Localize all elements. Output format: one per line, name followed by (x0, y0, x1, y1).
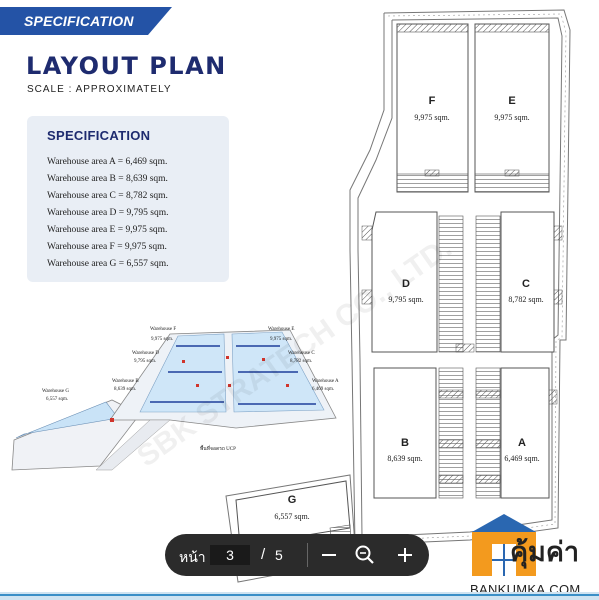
specification-box: SPECIFICATION Warehouse area A = 6,469 s… (27, 116, 229, 282)
warehouse-block-b: B 8,639 sqm. (373, 367, 464, 499)
bottom-strip (0, 592, 599, 600)
zoom-fit-button[interactable] (351, 541, 379, 569)
zoom-in-button[interactable] (391, 541, 419, 569)
spec-item-a: Warehouse area A = 6,469 sqm. (47, 157, 168, 167)
block-g-area: 6,557 sqm. (274, 512, 309, 521)
page-separator: / (261, 546, 266, 563)
block-e-letter: E (508, 95, 515, 107)
page-title: LAYOUT PLAN (26, 52, 227, 80)
total-pages: 5 (275, 547, 283, 563)
block-a-area: 6,469 sqm. (504, 454, 539, 463)
block-b-letter: B (401, 437, 409, 449)
block-e-area: 9,975 sqm. (494, 113, 529, 122)
toolbar-divider (307, 543, 308, 567)
page-subtitle: SCALE : APPROXIMATELY (27, 84, 172, 95)
persp-caption: พื้นที่จอดรถ UCP (200, 443, 236, 452)
persp-label-a: Warehouse A (312, 379, 339, 384)
warehouse-block-f: F 9,975 sqm. (396, 23, 469, 193)
persp-area-c: 8,782 sqm. (290, 359, 312, 364)
block-f-area: 9,975 sqm. (414, 113, 449, 122)
persp-area-f: 9,975 sqm. (151, 337, 173, 342)
persp-label-b: Warehouse B (112, 379, 139, 384)
specification-list: Warehouse area A = 6,469 sqm. Warehouse … (47, 154, 168, 273)
spec-item-f: Warehouse area F = 9,975 sqm. (47, 242, 167, 252)
zoom-out-button[interactable] (315, 541, 343, 569)
block-c-area: 8,782 sqm. (508, 295, 543, 304)
page-number-input[interactable] (210, 545, 250, 565)
plus-icon (398, 548, 412, 562)
specification-title: SPECIFICATION (47, 128, 151, 143)
page-label: หน้า (179, 549, 206, 565)
persp-area-e: 9,975 sqm. (270, 337, 292, 342)
spec-item-d: Warehouse area D = 9,795 sqm. (47, 208, 169, 218)
warehouse-block-d: D 9,795 sqm. (361, 211, 475, 353)
persp-label-c: Warehouse C (288, 351, 315, 356)
bankumka-logo (472, 514, 536, 576)
section-banner: SPECIFICATION (0, 7, 172, 35)
spec-item-e: Warehouse area E = 9,975 sqm. (47, 225, 168, 235)
perspective-view: Warehouse F 9,975 sqm. Warehouse E 9,975… (11, 327, 339, 471)
persp-label-d: Warehouse D (132, 351, 159, 356)
block-c-letter: C (522, 278, 530, 290)
block-g-letter: G (288, 494, 297, 506)
persp-area-d: 9,795 sqm. (134, 359, 156, 364)
persp-label-f: Warehouse F (150, 327, 176, 332)
block-b-area: 8,639 sqm. (387, 454, 422, 463)
logo-name: คุ้มค่า (510, 537, 580, 568)
magnifier-minus-icon (355, 545, 374, 564)
banner-shape (0, 7, 172, 35)
warehouse-block-a: A 6,469 sqm. (475, 367, 558, 499)
spec-item-g: Warehouse area G = 6,557 sqm. (47, 259, 169, 269)
block-a-letter: A (518, 437, 526, 449)
warehouse-block-e: E 9,975 sqm. (474, 23, 550, 193)
persp-area-g: 6,557 sqm. (46, 397, 68, 402)
minus-icon (322, 554, 336, 556)
block-d-area: 9,795 sqm. (388, 295, 423, 304)
banner-label: SPECIFICATION (24, 13, 134, 29)
block-d-letter: D (402, 278, 410, 290)
persp-label-e: Warehouse E (268, 327, 294, 332)
persp-label-g: Warehouse G (42, 389, 69, 394)
persp-area-a: 6,469 sqm. (312, 387, 334, 392)
page-navigation-toolbar: หน้า / 5 (165, 534, 429, 576)
spec-item-b: Warehouse area B = 8,639 sqm. (47, 174, 168, 184)
block-f-letter: F (429, 95, 436, 107)
persp-area-b: 8,639 sqm. (114, 387, 136, 392)
warehouse-block-c: C 8,782 sqm. (475, 211, 563, 353)
spec-item-c: Warehouse area C = 8,782 sqm. (47, 191, 168, 201)
